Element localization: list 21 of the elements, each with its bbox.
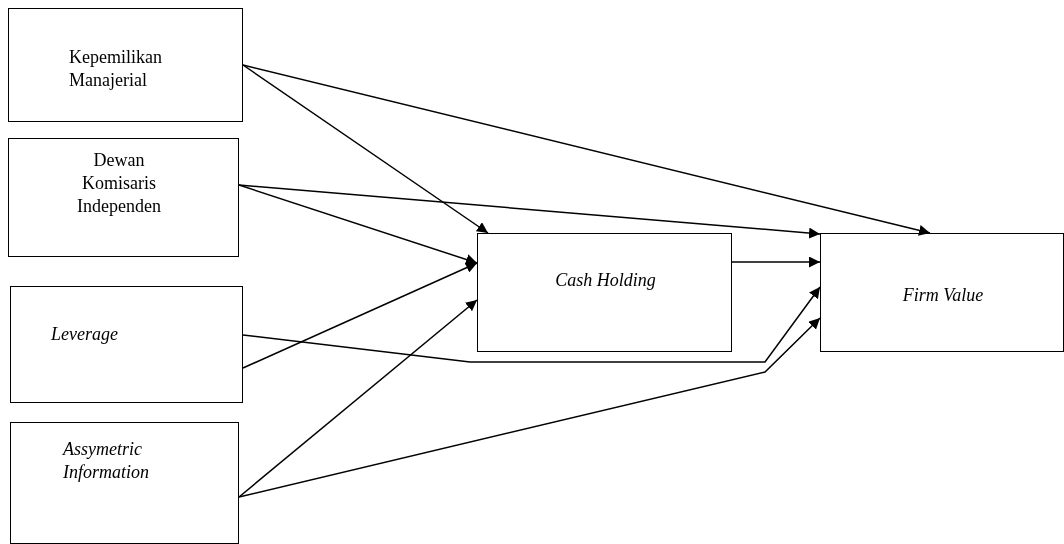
variable-label: Kepemilikan Manajerial bbox=[69, 46, 163, 92]
arrow bbox=[242, 64, 489, 234]
arrow bbox=[238, 299, 478, 498]
arrow bbox=[242, 286, 821, 363]
arrow bbox=[731, 256, 821, 268]
variable-label: Cash Holding bbox=[554, 269, 657, 292]
arrow bbox=[238, 317, 821, 498]
arrow bbox=[238, 184, 821, 239]
variable-box bbox=[10, 422, 239, 544]
variable-label: Assymetric Information bbox=[63, 438, 150, 484]
arrow bbox=[242, 262, 478, 369]
variable-label: Leverage bbox=[51, 323, 119, 346]
variable-box bbox=[477, 233, 732, 352]
arrow bbox=[238, 184, 478, 265]
variable-label: Dewan Komisaris Independen bbox=[76, 149, 162, 218]
variable-box bbox=[8, 8, 243, 122]
variable-box bbox=[10, 286, 243, 403]
variable-box bbox=[8, 138, 239, 257]
variable-label: Firm Value bbox=[901, 284, 985, 307]
arrow bbox=[242, 64, 931, 236]
variable-box bbox=[820, 233, 1064, 352]
